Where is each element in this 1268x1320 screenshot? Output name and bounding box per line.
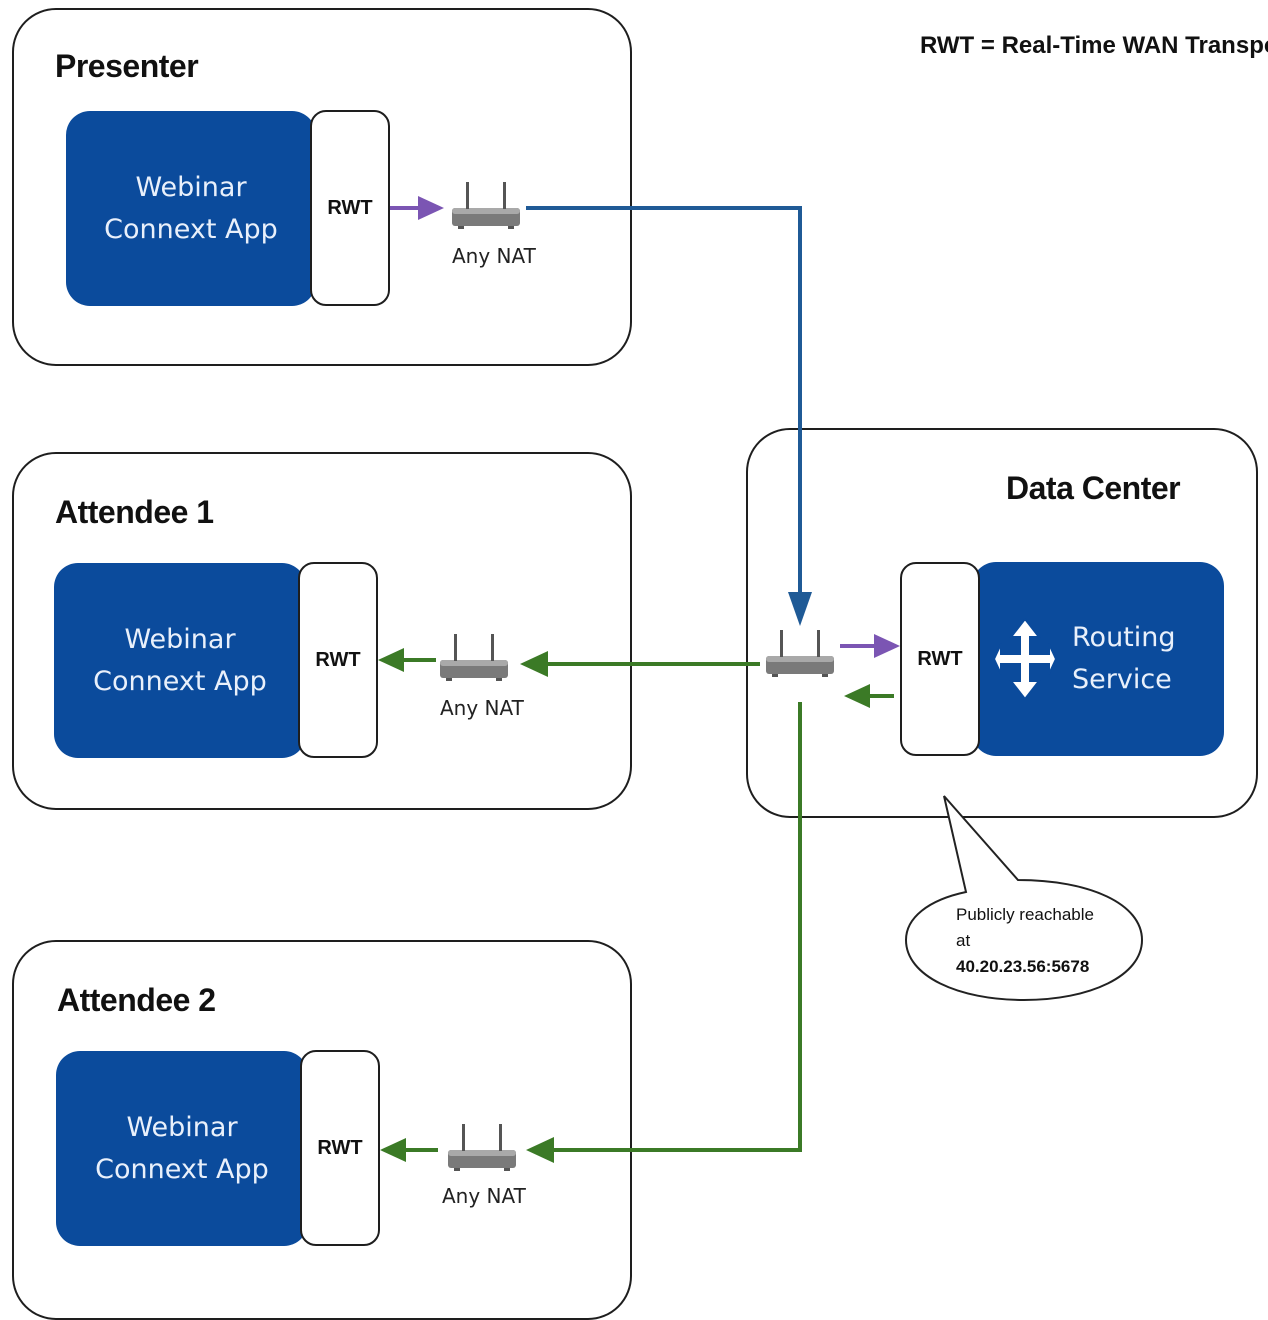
attendee1-app-line1: Webinar xyxy=(124,623,236,655)
presenter-nat-label: Any NAT xyxy=(452,244,536,268)
attendee2-local-arrowhead xyxy=(380,1138,406,1162)
move-arrows-icon xyxy=(992,617,1058,701)
callout-line2: at xyxy=(956,931,971,950)
attendee1-title: Attendee 1 xyxy=(55,494,214,530)
attendee2-nat-label: Any NAT xyxy=(442,1184,526,1208)
presenter-uplink xyxy=(526,206,802,598)
presenter-rwt: RWT xyxy=(310,110,390,306)
datacenter-rwt: RWT xyxy=(900,562,980,756)
callout-line1: Publicly reachable xyxy=(956,905,1094,924)
presenter-title: Presenter xyxy=(55,48,199,84)
routing-service: Routing Service xyxy=(972,562,1224,756)
callout-text: Publicly reachable at 40.20.23.56:5678 xyxy=(956,902,1116,980)
callout-address: 40.20.23.56:5678 xyxy=(956,957,1090,976)
attendee2-downlink-arrowhead xyxy=(526,1137,554,1163)
attendee2-title: Attendee 2 xyxy=(57,982,216,1018)
legend-text: RWT = Real-Time WAN Transport xyxy=(920,32,1268,59)
presenter-app-line1: Webinar xyxy=(135,171,247,203)
presenter-app: Webinar Connext App xyxy=(66,111,316,306)
presenter-app-line2: Connext App xyxy=(104,213,278,245)
datacenter-title: Data Center xyxy=(1006,470,1181,506)
attendee2-app: Webinar Connext App xyxy=(56,1051,308,1246)
datacenter-router-icon xyxy=(766,630,834,677)
attendee1-router-icon xyxy=(440,634,508,681)
attendee2-app-line2: Connext App xyxy=(95,1153,269,1185)
datacenter-outbound-arrowhead xyxy=(844,684,870,708)
presenter-local-arrowhead xyxy=(418,196,444,220)
attendee2-downlink xyxy=(546,702,802,1152)
attendee1-app: Webinar Connext App xyxy=(54,563,306,758)
routing-service-line1: Routing xyxy=(1072,622,1176,653)
presenter-router-icon xyxy=(452,182,520,229)
attendee2-rwt: RWT xyxy=(300,1050,380,1246)
callout-bubble xyxy=(904,795,1144,1002)
routing-service-line2: Service xyxy=(1072,664,1172,695)
attendee2-router-icon xyxy=(448,1124,516,1171)
attendee1-local-arrowhead xyxy=(378,648,404,672)
attendee1-downlink-arrowhead xyxy=(520,651,548,677)
attendee1-app-line2: Connext App xyxy=(93,665,267,697)
datacenter-inbound-arrowhead xyxy=(874,634,900,658)
attendee1-nat-label: Any NAT xyxy=(440,696,524,720)
attendee1-rwt: RWT xyxy=(298,562,378,758)
attendee2-app-line1: Webinar xyxy=(126,1111,238,1143)
presenter-uplink-arrowhead xyxy=(788,592,812,626)
